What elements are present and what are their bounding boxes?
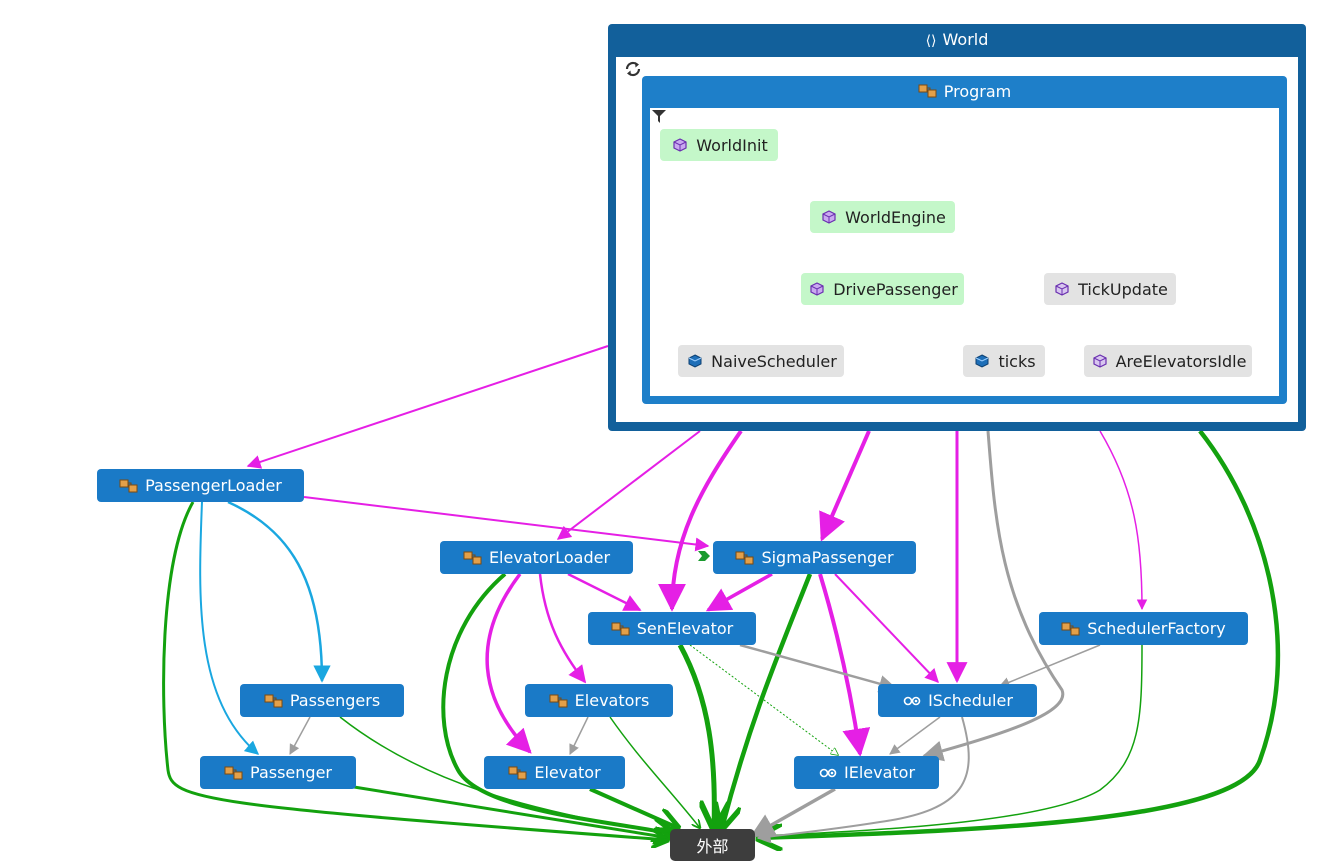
edge-schedulerfactory-ischeduler [999, 644, 1101, 688]
edge-senelevator-external [677, 643, 714, 828]
method-icon [1055, 282, 1069, 296]
naivescheduler-label: NaiveScheduler [711, 351, 837, 371]
edge-world-schedulerfactory [1099, 430, 1148, 611]
worldinit-label: WorldInit [696, 135, 768, 155]
method-icon [810, 282, 824, 296]
world-label: World [942, 30, 989, 49]
edge-elevatorloader-senelevator [567, 572, 642, 612]
method-icon [1092, 354, 1107, 368]
drivepassenger-label: DrivePassenger [833, 279, 958, 299]
class-icon [549, 694, 568, 707]
class-icon [264, 694, 283, 707]
edge-world-sigmapassenger [819, 430, 871, 542]
class-icon [119, 479, 138, 492]
edge-world-passengerloader [246, 345, 609, 469]
method-icon [673, 138, 687, 152]
external-node[interactable]: 外部 [670, 829, 755, 861]
type-node-passengers[interactable]: Passengers [240, 684, 404, 717]
type-node-schedulerfactory[interactable]: SchedulerFactory [1039, 612, 1248, 645]
method-node-tickupdate[interactable]: TickUpdate [1044, 273, 1176, 305]
edge-elevatorloader-elevator [485, 572, 532, 754]
type-node-elevatorloader[interactable]: ElevatorLoader [440, 541, 633, 574]
sigmapassenger-label: SigmaPassenger [761, 548, 894, 567]
edge-passengerloader-passenger [199, 501, 260, 755]
elevator-label: Elevator [534, 763, 601, 782]
ticks-label: ticks [998, 351, 1036, 371]
ischeduler-label: IScheduler [928, 691, 1013, 710]
program-label: Program [943, 82, 1012, 101]
refresh-icon[interactable] [624, 60, 642, 78]
edge-passengerloader-external [162, 501, 668, 840]
edge-senelevator-ischeduler [739, 643, 897, 693]
class-icon [224, 766, 243, 779]
passengers-label: Passengers [289, 691, 381, 710]
edge-elevators-elevator [569, 716, 589, 755]
edge-sigmapassenger-external [722, 573, 813, 828]
edge-passengers-external [339, 716, 672, 834]
edge-world-elevatorloader [556, 430, 701, 540]
edge-sigmapassenger-ielevator [818, 573, 871, 757]
edge-sigmapassenger-ischeduler [834, 573, 939, 684]
type-node-passenger[interactable]: Passenger [200, 756, 356, 789]
world-title[interactable]: ⟨⟩ World [608, 24, 1306, 56]
field-icon [688, 354, 702, 368]
type-node-ischeduler[interactable]: IScheduler [878, 684, 1037, 717]
field-node-naivescheduler[interactable]: NaiveScheduler [678, 345, 844, 377]
edge-world-external [758, 429, 1281, 838]
schedulerfactory-label: SchedulerFactory [1087, 619, 1226, 638]
class-icon [918, 84, 937, 98]
edge-passengers-passenger [289, 716, 311, 755]
entry-point-icon [698, 551, 710, 561]
method-node-drivepassenger[interactable]: DrivePassenger [801, 273, 964, 305]
passenger-label: Passenger [250, 763, 332, 782]
elevatorloader-label: ElevatorLoader [488, 548, 611, 567]
senelevator-label: SenElevator [636, 619, 734, 638]
type-node-sigmapassenger[interactable]: SigmaPassenger [713, 541, 916, 574]
ielevator-label: IElevator [843, 763, 916, 782]
namespace-icon: ⟨⟩ [925, 33, 937, 49]
edge-schedulerfactory-external [758, 644, 1143, 836]
type-node-senelevator[interactable]: SenElevator [588, 612, 756, 645]
class-icon [1061, 622, 1080, 635]
class-icon [508, 766, 527, 779]
interface-icon [903, 696, 921, 705]
class-icon [735, 551, 754, 564]
edge-world-senelevator [658, 429, 743, 612]
interface-icon [819, 768, 837, 777]
type-node-ielevator[interactable]: IElevator [794, 756, 939, 789]
type-node-elevator[interactable]: Elevator [484, 756, 625, 789]
type-node-elevators[interactable]: Elevators [525, 684, 673, 717]
edge-passengerloader-sigmapassenger [303, 496, 710, 552]
edge-ielevator-external [749, 787, 836, 838]
external-label: 外部 [696, 837, 729, 856]
edge-world-ielevator [921, 430, 1065, 762]
field-icon [975, 354, 989, 368]
method-icon [822, 210, 836, 224]
type-node-passengerloader[interactable]: PassengerLoader [97, 469, 304, 502]
edge-elevator-external [589, 787, 678, 828]
worldengine-label: WorldEngine [845, 207, 946, 227]
passengerloader-label: PassengerLoader [145, 476, 282, 495]
edge-passenger-external [353, 785, 670, 838]
edge-sigmapassenger-senelevator [705, 572, 773, 612]
method-node-worldinit[interactable]: WorldInit [660, 129, 778, 161]
edge-passengerloader-passengers [227, 500, 331, 683]
areelevatorsidle-label: AreElevatorsIdle [1115, 351, 1247, 371]
class-icon [463, 551, 482, 564]
tickupdate-label: TickUpdate [1078, 279, 1168, 299]
edge-elevatorloader-elevators [538, 573, 587, 684]
field-node-ticks[interactable]: ticks [963, 345, 1045, 377]
edge-elevators-external [609, 716, 700, 828]
method-node-worldengine[interactable]: WorldEngine [810, 201, 955, 233]
edge-ischeduler-ielevator [889, 716, 941, 755]
filter-icon[interactable] [652, 110, 666, 124]
edge-senelevator-ielevator [689, 644, 838, 755]
method-node-areelevatorsidle[interactable]: AreElevatorsIdle [1084, 345, 1252, 377]
class-icon [611, 622, 630, 635]
edge-ischeduler-external [756, 716, 970, 844]
program-title[interactable]: Program [642, 76, 1287, 108]
elevators-label: Elevators [574, 691, 650, 710]
